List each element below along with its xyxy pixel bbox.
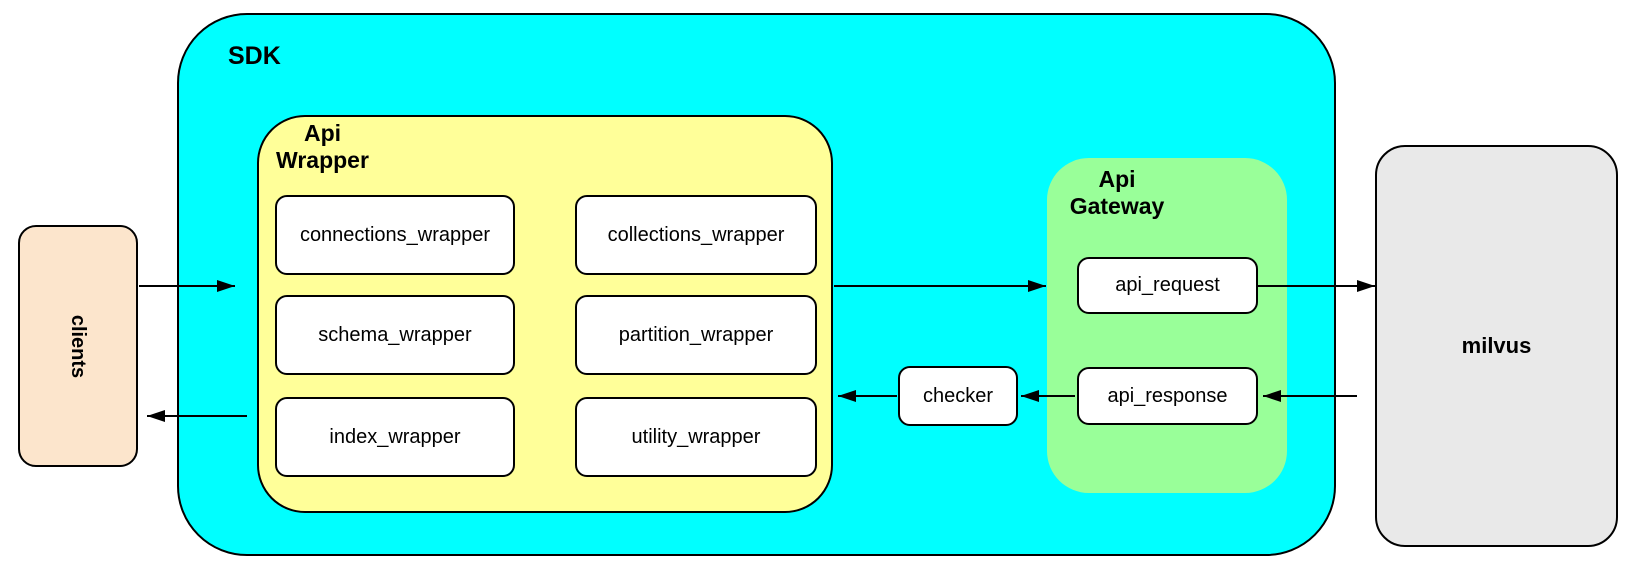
index-wrapper-label: index_wrapper [329,425,461,448]
collections-wrapper-node: collections_wrapper [575,195,817,275]
partition-wrapper-label: partition_wrapper [618,323,774,346]
collections-wrapper-label: collections_wrapper [607,223,785,246]
sdk-label: SDK [228,42,281,70]
clients-label: clients [67,314,90,378]
api-response-node: api_response [1077,367,1258,425]
utility-wrapper-label: utility_wrapper [631,425,761,448]
schema-wrapper-node: schema_wrapper [275,295,515,375]
index-wrapper-node: index_wrapper [275,397,515,477]
partition-wrapper-node: partition_wrapper [575,295,817,375]
milvus-label: milvus [1461,333,1532,358]
api-wrapper-label: Api Wrapper [276,120,369,174]
api-response-label: api_response [1107,384,1228,407]
clients-node: clients [18,225,138,467]
api-gateway-label: Api Gateway [1069,166,1165,220]
utility-wrapper-node: utility_wrapper [575,397,817,477]
checker-node: checker [898,366,1018,426]
checker-label: checker [922,384,994,407]
connections-wrapper-label: connections_wrapper [299,223,491,246]
connections-wrapper-node: connections_wrapper [275,195,515,275]
milvus-node: milvus [1375,145,1618,547]
schema-wrapper-label: schema_wrapper [318,323,472,346]
api-gateway-container [1047,158,1287,493]
api-request-node: api_request [1077,257,1258,314]
api-request-label: api_request [1115,274,1220,296]
